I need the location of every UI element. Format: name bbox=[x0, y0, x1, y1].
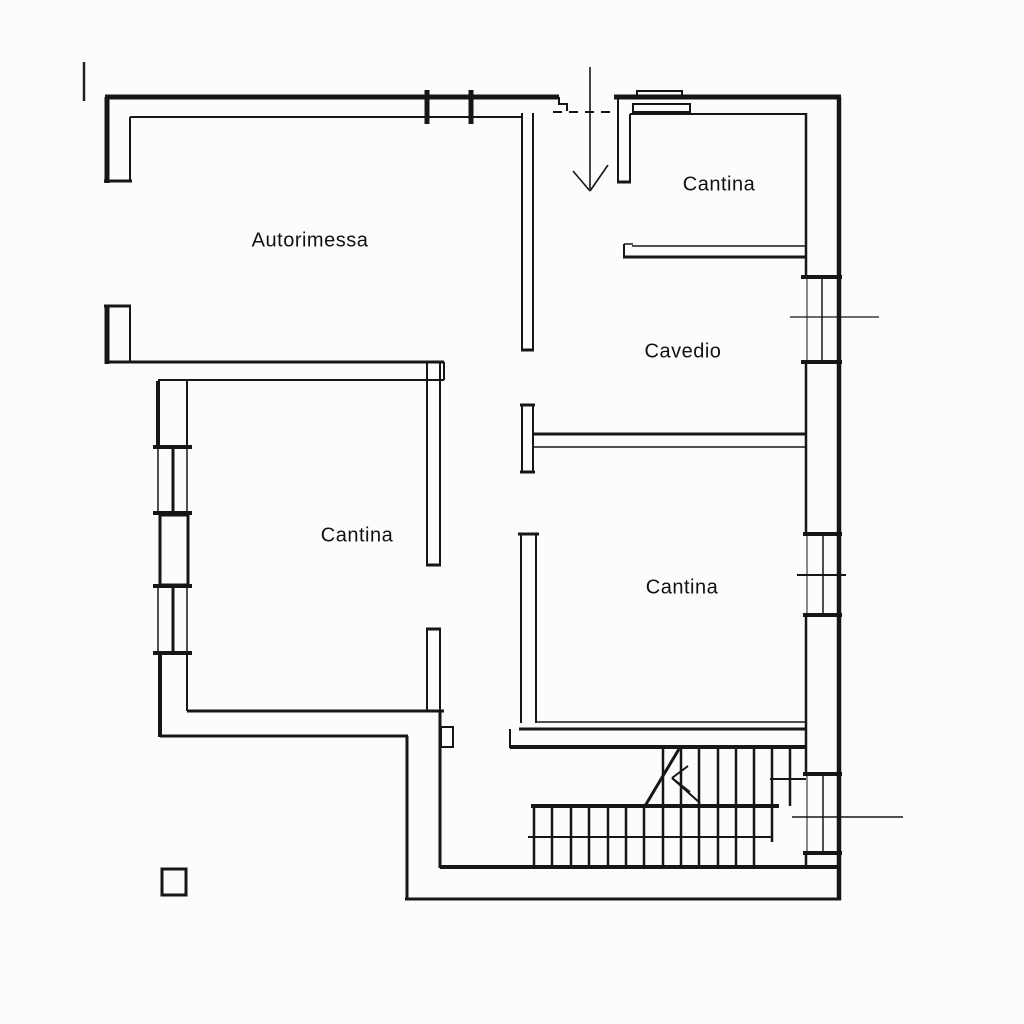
staircase bbox=[528, 748, 806, 866]
room-label-cantina-right: Cantina bbox=[645, 576, 719, 599]
room-label-cantina-left: Cantina bbox=[320, 524, 394, 547]
room-label-autorimessa: Autorimessa bbox=[251, 229, 369, 252]
room-label-cavedio: Cavedio bbox=[644, 340, 722, 363]
left-wall-windows bbox=[153, 380, 192, 737]
interior-walls bbox=[107, 97, 839, 869]
entrance-arrow bbox=[572, 67, 609, 192]
room-label-cantina-top: Cantina bbox=[682, 173, 756, 196]
exterior-walls bbox=[104, 94, 842, 901]
garage-top-window bbox=[424, 90, 474, 124]
stairs-arrow bbox=[671, 765, 701, 804]
entrance-door bbox=[553, 90, 691, 113]
pillar bbox=[160, 867, 188, 897]
right-wall-windows bbox=[790, 275, 903, 855]
